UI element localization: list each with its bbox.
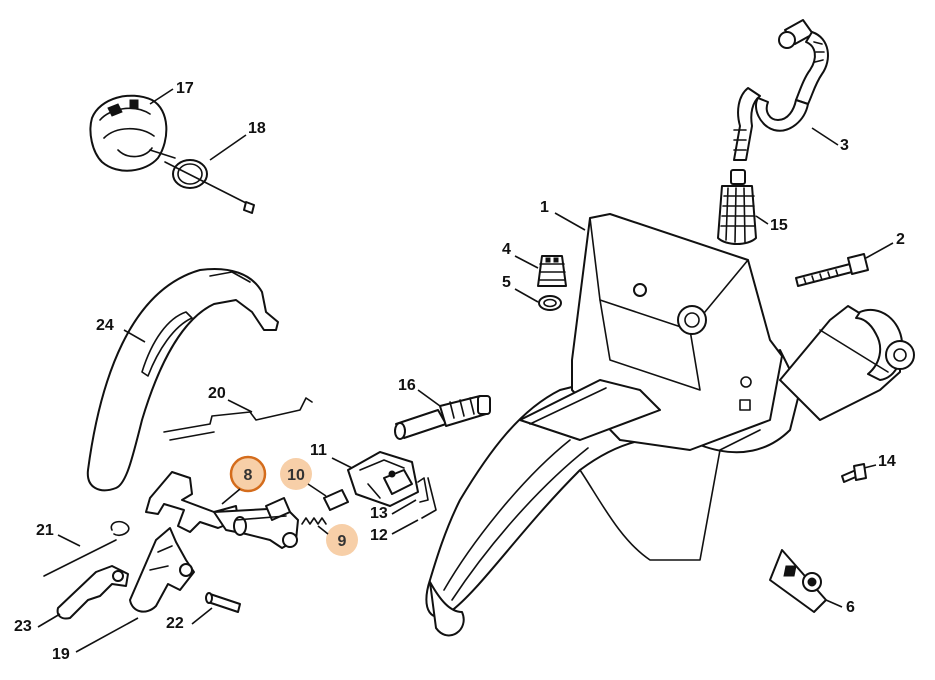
- part-13-clip[interactable]: [417, 477, 429, 503]
- part-20-wire[interactable]: [163, 397, 313, 441]
- callout-21[interactable]: 21: [36, 522, 54, 539]
- part-23-lever[interactable]: [56, 565, 129, 620]
- part-8-throttle-lever[interactable]: [145, 471, 299, 549]
- callout-14[interactable]: 14: [878, 453, 896, 470]
- part-4-plug[interactable]: [537, 255, 567, 287]
- part-12-wire[interactable]: [421, 477, 437, 519]
- leader-12: [391, 519, 419, 535]
- part-14-screw[interactable]: [841, 463, 867, 483]
- part-9-spring[interactable]: [301, 517, 327, 525]
- leader-20: [227, 399, 253, 413]
- leader-10: [307, 483, 327, 497]
- callout-10[interactable]: 10: [287, 467, 305, 484]
- callout-4[interactable]: 4: [502, 241, 511, 258]
- callout-24[interactable]: 24: [96, 317, 114, 334]
- part-3-fuel-hose[interactable]: [733, 19, 829, 161]
- callout-17[interactable]: 17: [176, 80, 194, 97]
- part-16-fitting[interactable]: [394, 395, 491, 440]
- part-2-bolt[interactable]: [795, 253, 869, 287]
- part-21-interlock[interactable]: [43, 520, 130, 577]
- leader-4: [514, 255, 539, 269]
- callout-22[interactable]: 22: [166, 615, 184, 632]
- leader-13: [391, 499, 417, 515]
- callout-18[interactable]: 18: [248, 120, 266, 137]
- callout-8-badge[interactable]: [229, 455, 267, 493]
- leader-24: [123, 329, 146, 343]
- leader-18: [209, 134, 247, 161]
- part-6-decal[interactable]: [769, 549, 827, 613]
- callout-3[interactable]: 3: [840, 137, 849, 154]
- part-10-block[interactable]: [323, 489, 349, 511]
- part-19-trigger[interactable]: [129, 527, 195, 613]
- callout-19[interactable]: 19: [52, 646, 70, 663]
- leader-16: [417, 389, 441, 407]
- callout-13[interactable]: 13: [370, 505, 388, 522]
- leader-17: [149, 88, 174, 105]
- part-5-ring[interactable]: [538, 295, 562, 311]
- callout-9[interactable]: 9: [338, 533, 347, 550]
- part-1-tank-housing[interactable]: [425, 213, 915, 637]
- callout-20[interactable]: 20: [208, 385, 226, 402]
- part-17-pump[interactable]: [89, 94, 176, 172]
- leader-5: [514, 288, 539, 303]
- leader-3: [811, 127, 839, 146]
- leader-14: [863, 464, 877, 469]
- leader-11: [331, 457, 353, 469]
- leader-22: [191, 607, 213, 625]
- callout-12[interactable]: 12: [370, 527, 388, 544]
- leader-1: [554, 212, 586, 231]
- callout-8[interactable]: 8: [244, 467, 253, 484]
- leader-2: [865, 242, 894, 259]
- part-24-handle-guard[interactable]: [86, 268, 279, 492]
- leader-6: [825, 599, 843, 608]
- callout-1[interactable]: 1: [540, 199, 549, 216]
- callout-16[interactable]: 16: [398, 377, 416, 394]
- callout-11[interactable]: 11: [310, 442, 327, 459]
- leader-8: [221, 488, 241, 505]
- part-15-fuel-filter[interactable]: [717, 169, 757, 245]
- part-18-ring-wire[interactable]: [164, 159, 255, 214]
- part-22-pin[interactable]: [205, 592, 241, 613]
- callout-23[interactable]: 23: [14, 618, 32, 635]
- callout-10-badge[interactable]: [280, 458, 312, 490]
- leader-23: [37, 613, 61, 628]
- callout-2[interactable]: 2: [896, 231, 905, 248]
- leader-9: [317, 525, 329, 535]
- callout-15[interactable]: 15: [770, 217, 788, 234]
- callout-6[interactable]: 6: [846, 599, 855, 616]
- leader-21: [57, 534, 81, 547]
- callout-5[interactable]: 5: [502, 274, 511, 291]
- leader-15: [755, 215, 769, 225]
- callout-9-badge[interactable]: [326, 524, 358, 556]
- leader-19: [75, 617, 139, 653]
- part-11-trigger-housing[interactable]: [347, 451, 419, 507]
